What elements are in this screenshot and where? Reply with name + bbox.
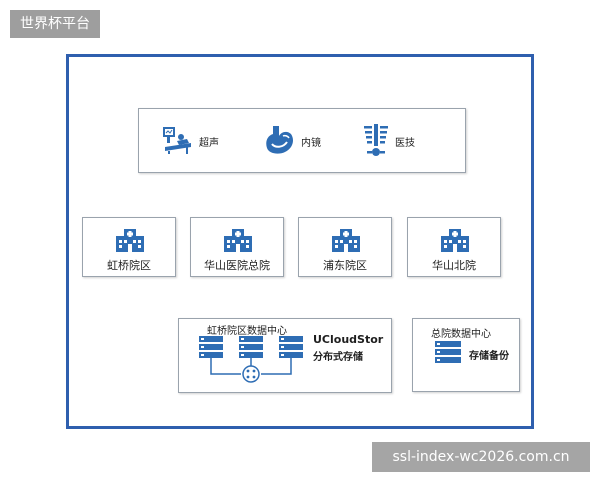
- modality-medtech: 医技: [361, 109, 415, 174]
- hospital-icon: [224, 228, 252, 256]
- backup-box: 总院数据中心 存储备份: [412, 318, 520, 392]
- product-subtitle: 分布式存储: [313, 352, 363, 363]
- storage-cluster-icon: [197, 336, 309, 392]
- hospital-box: 华山北院: [407, 217, 501, 277]
- modality-ultrasound: 超声: [161, 109, 219, 174]
- watermark-top: 世界杯平台: [10, 10, 100, 38]
- watermark-bottom: ssl-index-wc2026.com.cn: [372, 442, 590, 472]
- modality-label: 医技: [395, 138, 415, 149]
- modality-label: 内镜: [301, 138, 321, 149]
- hospital-box: 浦东院区: [298, 217, 392, 277]
- modality-endoscope: 内镜: [263, 109, 321, 174]
- datacenter-title: 虹桥院区数据中心: [207, 326, 287, 337]
- modality-label: 超声: [199, 138, 219, 149]
- ultrasound-icon: [161, 125, 195, 159]
- spine-icon: [361, 122, 391, 162]
- hospital-box: 虹桥院区: [82, 217, 176, 277]
- hospital-icon: [332, 228, 360, 256]
- product-name: UCloudStor: [313, 333, 384, 346]
- hospital-icon: [441, 228, 469, 256]
- backup-title: 总院数据中心: [431, 329, 491, 340]
- hospital-label: 华山北院: [432, 259, 476, 272]
- hospital-box: 华山医院总院: [190, 217, 284, 277]
- modality-box: 超声 内镜: [138, 108, 466, 173]
- hospital-label: 浦东院区: [323, 259, 367, 272]
- endoscope-stomach-icon: [263, 124, 297, 160]
- datacenter-box: 虹桥院区数据中心 UCloudStor 分布式存储: [178, 318, 392, 393]
- hospital-label: 虹桥院区: [107, 259, 151, 272]
- backup-label: 存储备份: [469, 351, 509, 362]
- hospital-label: 华山医院总院: [204, 259, 270, 272]
- server-icon: [435, 341, 461, 369]
- hospital-icon: [116, 228, 144, 256]
